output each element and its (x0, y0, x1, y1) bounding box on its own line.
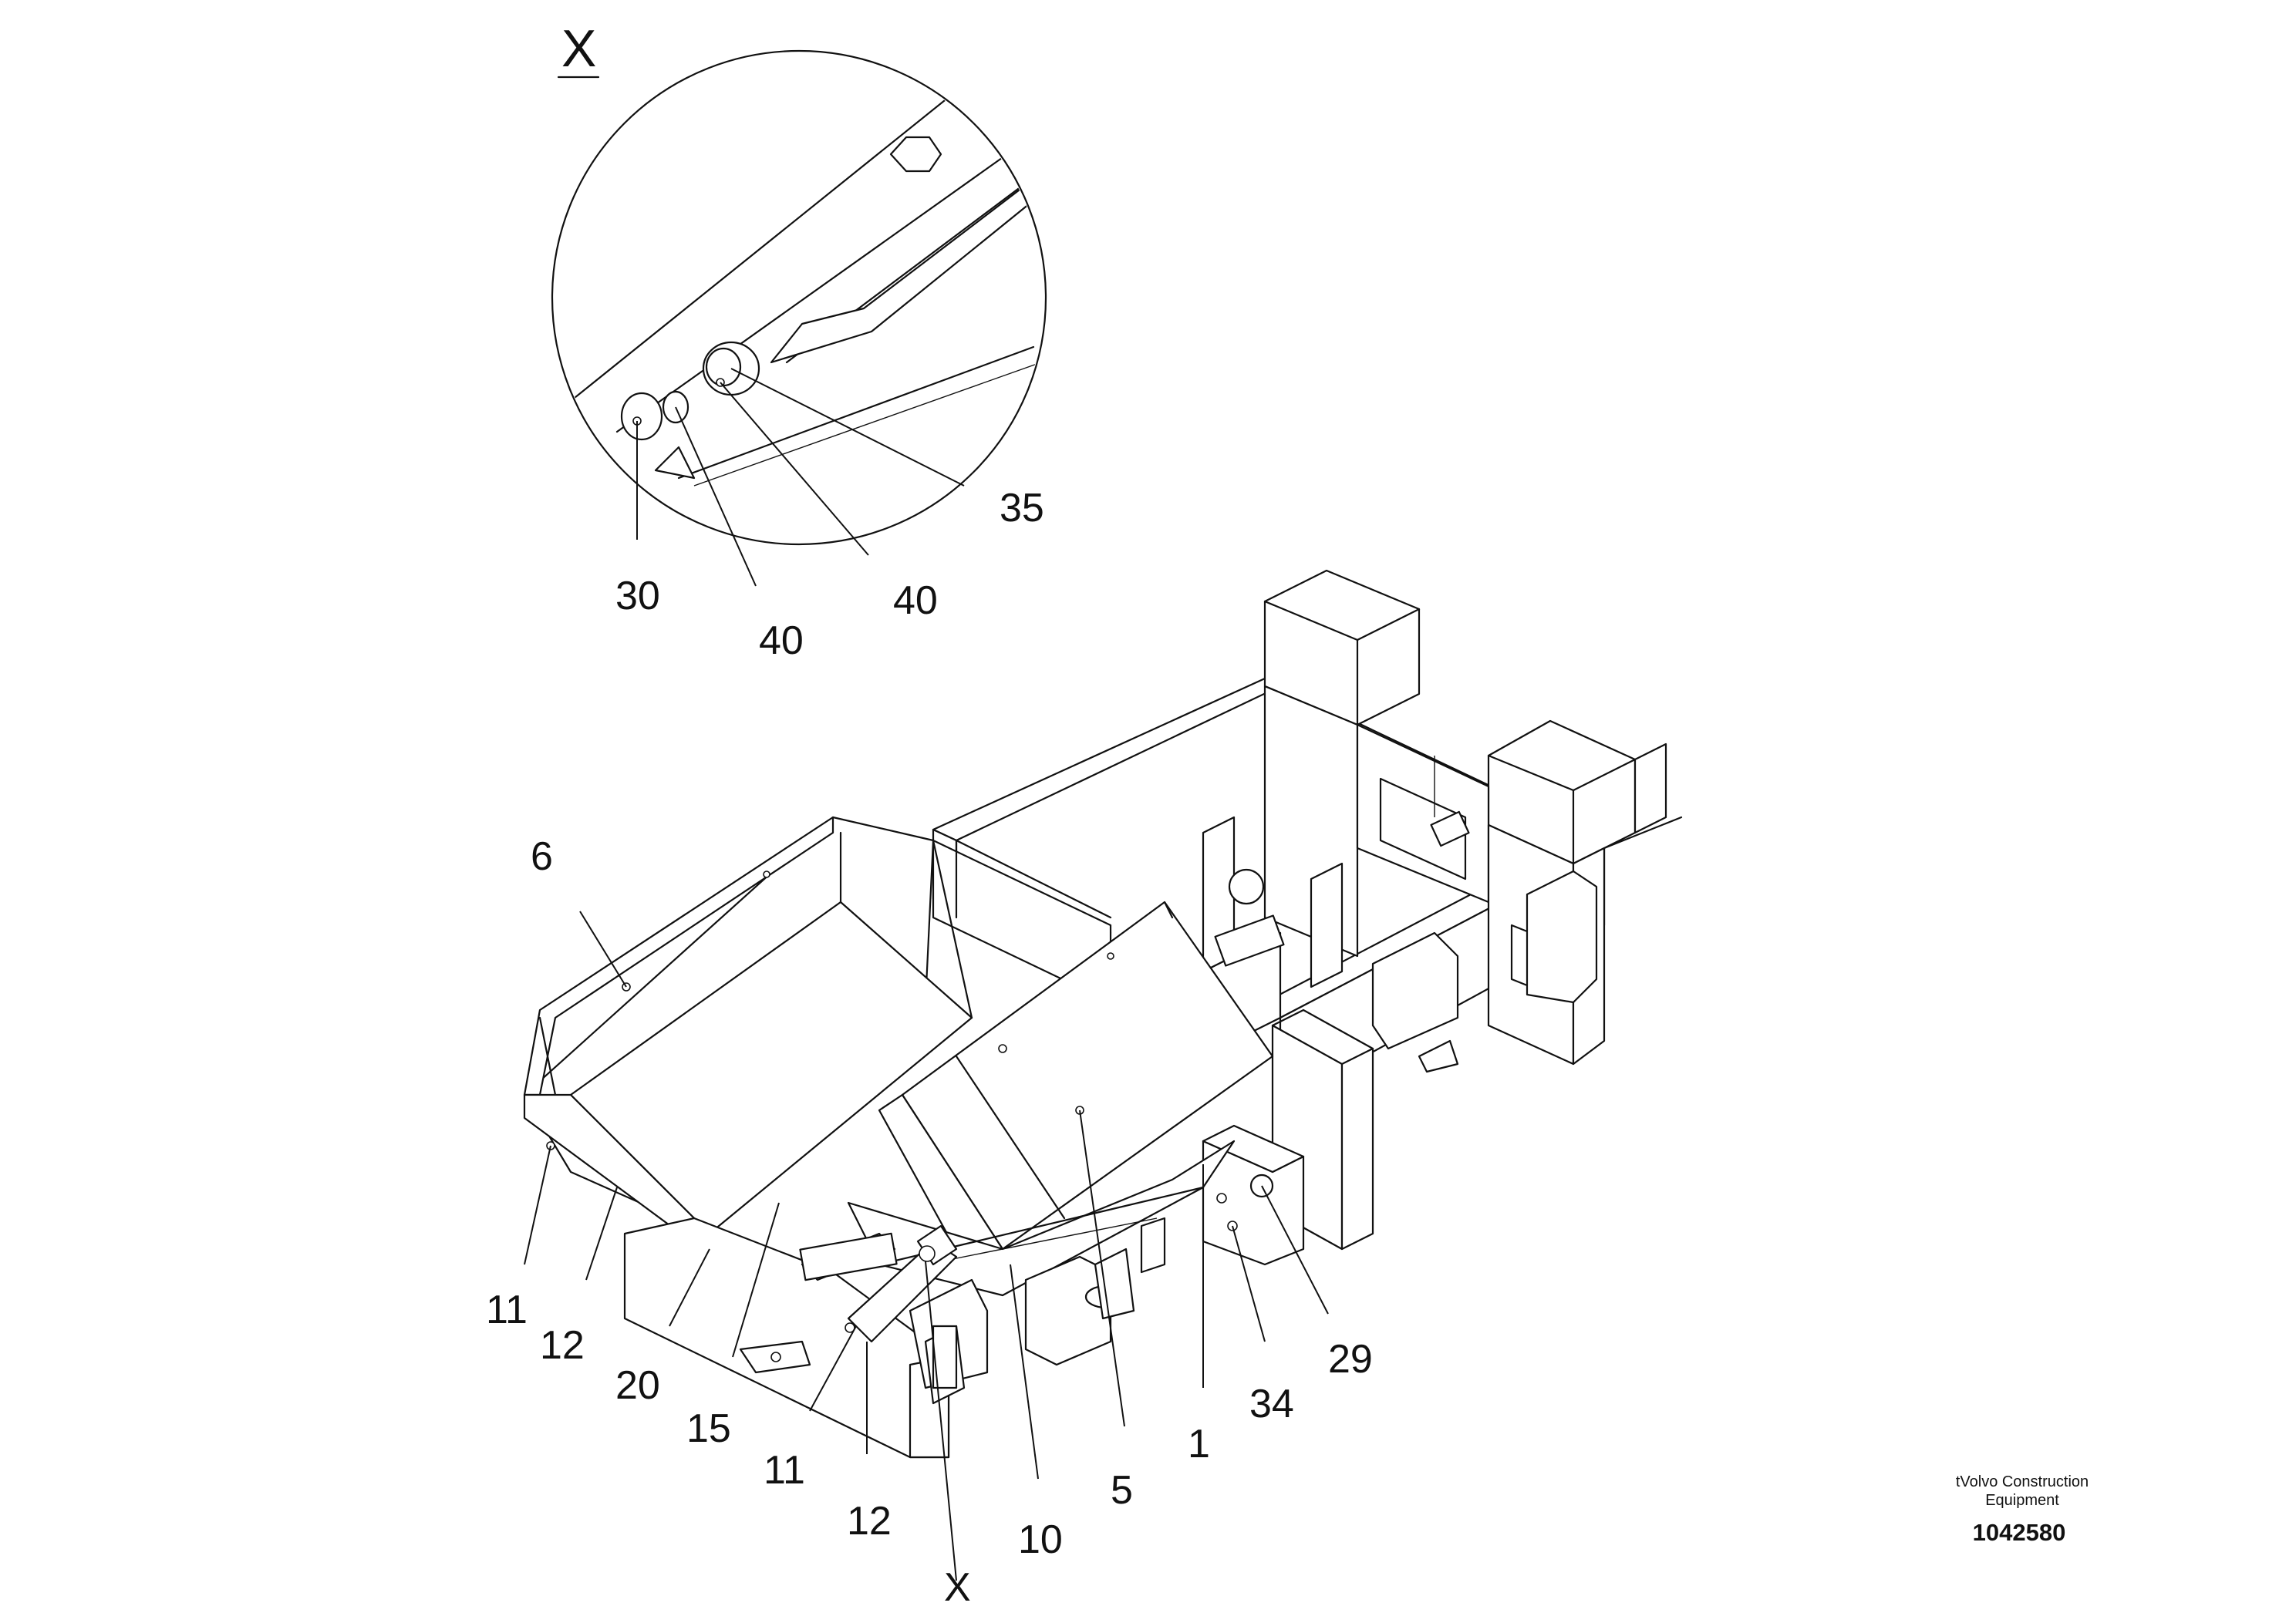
hinge-arm (847, 1240, 958, 1343)
callout-20: 20 (615, 1363, 660, 1408)
callout-12a: 12 (540, 1323, 585, 1368)
footer-block: tVolvo Construction Equipment 1042580 (1956, 1473, 2089, 1546)
bolt-30 (620, 392, 663, 441)
callout-6: 6 (531, 834, 553, 879)
machine-frame (932, 569, 1683, 1266)
callout-15: 15 (686, 1406, 731, 1451)
callout-34: 34 (1249, 1382, 1294, 1426)
detail-view-x: X 30 40 (551, 19, 1047, 663)
company-name-line1: tVolvo Construction (1956, 1473, 2089, 1490)
detail-contents (569, 83, 1042, 487)
callouts: 6 11 12 20 15 11 12 10 5 1 34 29 X (486, 834, 1373, 1610)
detail-view-label: X (561, 19, 596, 78)
conveyor-5 (799, 901, 1274, 1405)
frame-top-rail (932, 677, 1282, 842)
hex-nut (889, 136, 942, 173)
callout-5: 5 (1111, 1468, 1133, 1513)
side-plate-10 (1024, 1255, 1112, 1366)
callout-40a: 40 (759, 618, 804, 663)
center-plate (1214, 914, 1285, 967)
callout-11a: 11 (486, 1288, 528, 1332)
view-marker-x: X (944, 1565, 971, 1610)
part-number: 1042580 (1973, 1519, 2066, 1546)
callout-35: 35 (1000, 486, 1044, 530)
callout-11b: 11 (764, 1448, 805, 1493)
company-name-line2: Equipment (1985, 1492, 2059, 1509)
callout-30: 30 (615, 574, 660, 618)
callout-40b: 40 (893, 578, 938, 623)
callout-1: 1 (1188, 1422, 1210, 1466)
leader-lines (524, 911, 1329, 1581)
callout-10: 10 (1018, 1517, 1063, 1562)
callout-12b: 12 (847, 1499, 892, 1544)
callout-29: 29 (1328, 1337, 1373, 1382)
detail-circle (551, 49, 1047, 546)
hopper-6 (523, 816, 973, 1251)
